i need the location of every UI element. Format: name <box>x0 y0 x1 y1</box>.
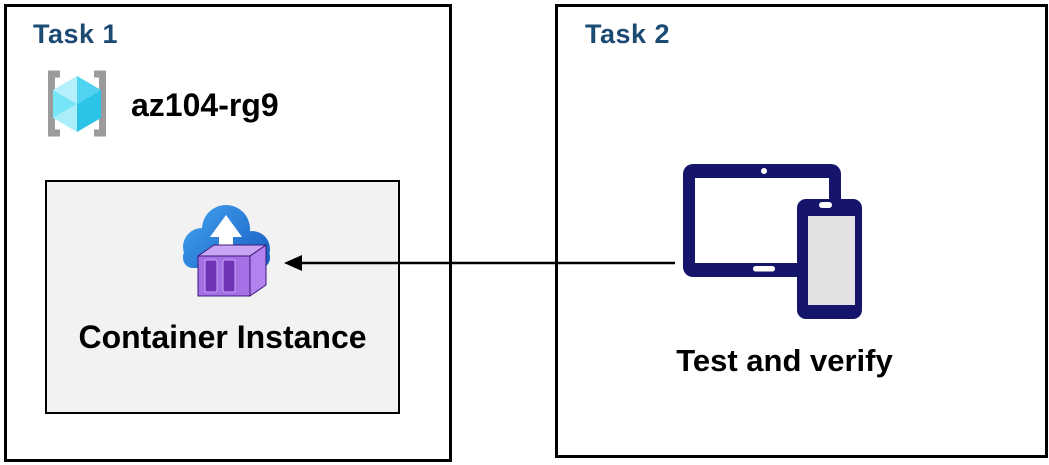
task1-box: Task 1 az104-rg9 <box>4 4 452 462</box>
upload-arrow <box>210 215 242 261</box>
resource-group-name: az104-rg9 <box>131 87 279 123</box>
phone <box>797 199 862 319</box>
resource-group-icon <box>48 70 106 137</box>
phone-speaker <box>819 202 832 208</box>
task1-title: Task 1 <box>33 19 119 49</box>
container-instance-label: Container Instance <box>78 319 367 355</box>
left-bracket <box>48 70 60 137</box>
container-instance-card: Container Instance <box>45 180 400 414</box>
tablet-phone-icon <box>683 164 862 319</box>
right-bracket <box>94 70 106 137</box>
task2-title: Task 2 <box>585 19 671 49</box>
task2-box: Task 2 Test and verify <box>555 4 1048 458</box>
tablet-home-bar <box>753 266 775 272</box>
test-verify-label: Test and verify <box>676 343 893 378</box>
tablet-camera-dot <box>761 168 767 174</box>
container-box <box>197 244 267 297</box>
container-instances-icon <box>183 205 270 297</box>
resource-group: az104-rg9 <box>38 67 279 140</box>
